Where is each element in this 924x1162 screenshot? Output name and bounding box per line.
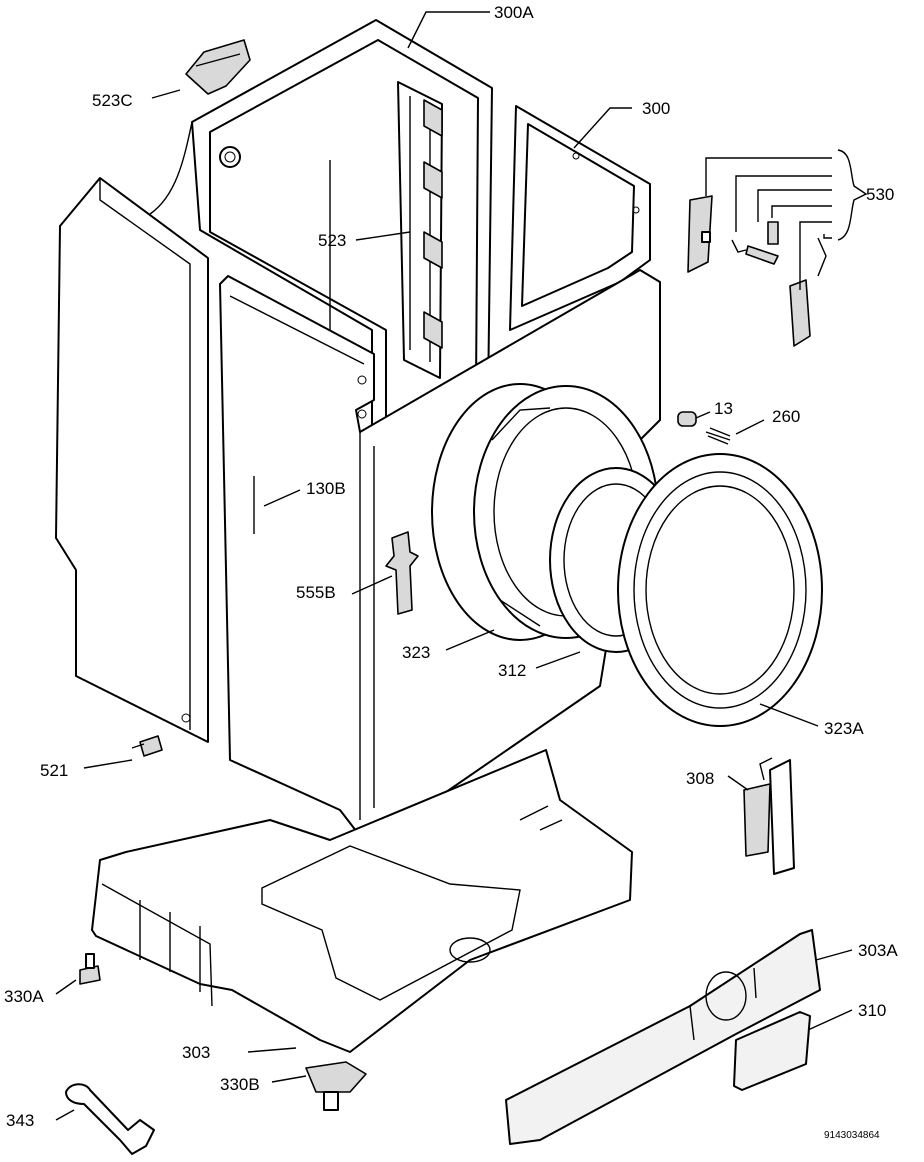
label-303: 303 [182, 1043, 211, 1062]
door-frame-part [617, 453, 823, 727]
wrench-part [65, 1083, 155, 1155]
label-260: 260 [772, 407, 801, 426]
control-panel-part [505, 929, 821, 1145]
cover-part [733, 1011, 811, 1091]
foot-part [79, 953, 101, 985]
label-130b: 130B [306, 479, 346, 498]
hook-part [185, 39, 251, 95]
hinge-kit-part [687, 195, 827, 347]
label-555b: 555B [296, 583, 336, 602]
label-13: 13 [714, 399, 733, 418]
side-rail-part [397, 81, 443, 379]
leader-lines [55, 11, 853, 1121]
label-310: 310 [858, 1001, 887, 1020]
label-303a: 303A [858, 941, 898, 960]
label-308: 308 [686, 769, 715, 788]
reference-number: 9143034864 [824, 1130, 880, 1141]
hinge-part [743, 757, 795, 875]
adjustable-foot-part [305, 1061, 367, 1111]
label-323: 323 [402, 643, 431, 662]
label-343: 343 [6, 1111, 35, 1130]
label-523c: 523C [92, 91, 133, 110]
base-frame-part [91, 749, 633, 1053]
label-330b: 330B [220, 1075, 260, 1094]
hinge-kit-leaders [705, 149, 868, 290]
screw-part [131, 735, 163, 757]
label-323a: 323A [824, 719, 864, 738]
label-300a: 300A [494, 3, 534, 22]
label-523: 523 [318, 231, 347, 250]
left-side-panel-part [55, 177, 209, 743]
small-parts [677, 411, 731, 445]
right-side-frame-part [509, 105, 651, 331]
label-312: 312 [498, 661, 527, 680]
label-521: 521 [40, 761, 69, 780]
label-330a: 330A [4, 987, 44, 1006]
label-300: 300 [642, 99, 671, 118]
label-530: 530 [866, 185, 895, 204]
